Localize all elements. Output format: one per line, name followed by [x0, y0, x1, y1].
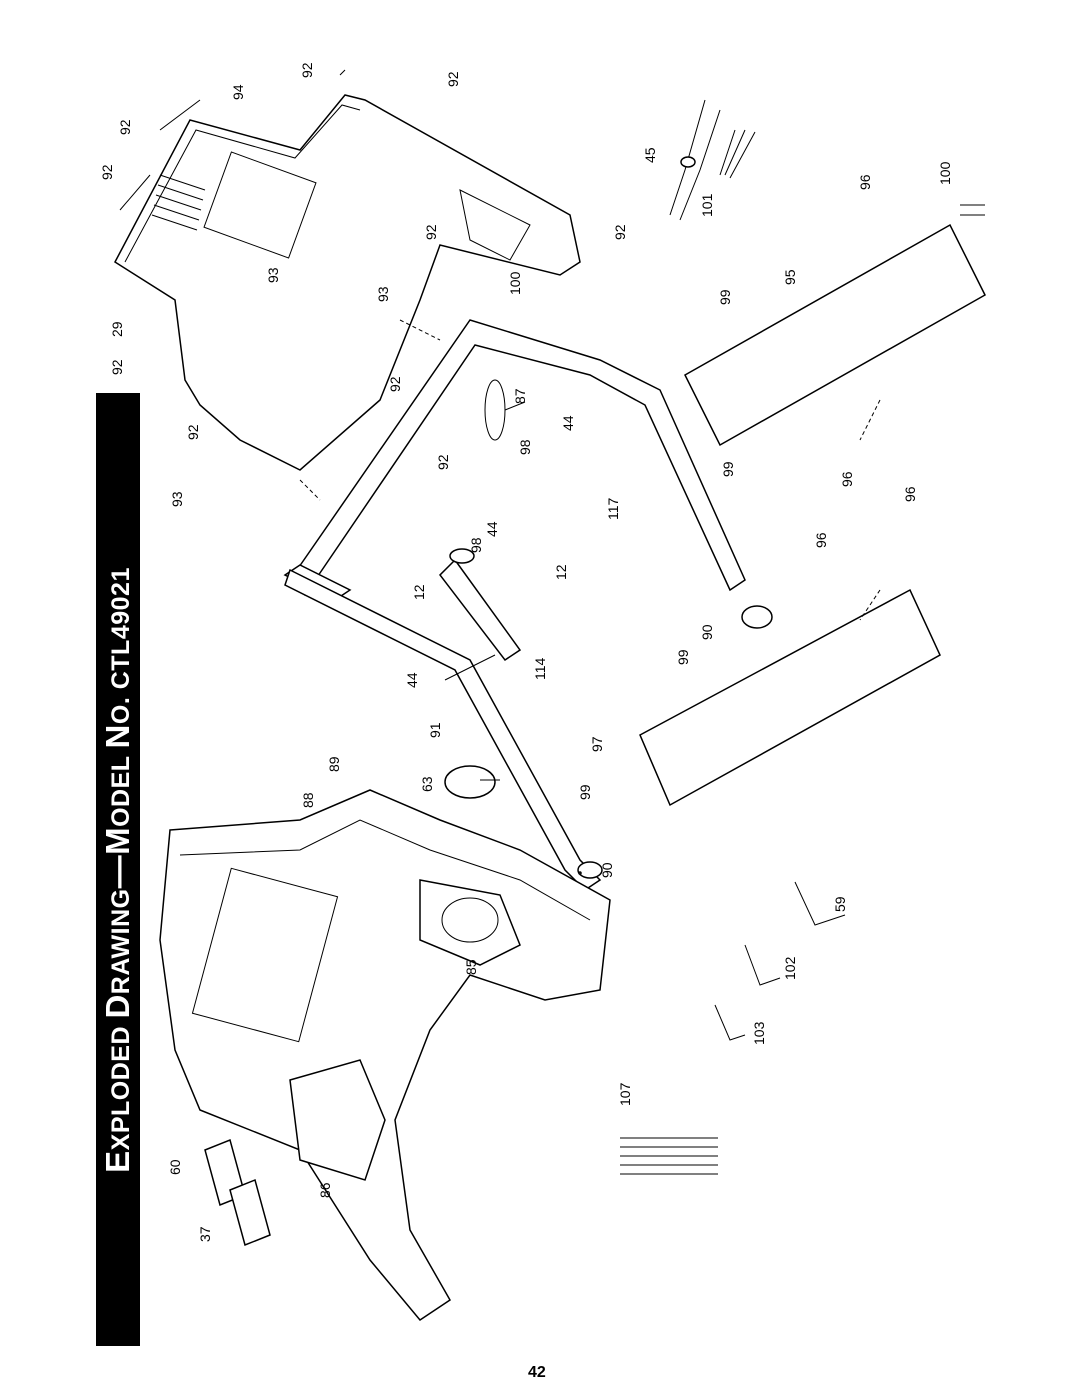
part-label-88: 88 — [300, 792, 316, 808]
part-label-98: 98 — [468, 537, 484, 553]
part-label-92: 92 — [117, 119, 133, 135]
part-label-101: 101 — [699, 193, 715, 217]
part-label-96: 96 — [857, 174, 873, 190]
part-label-114: 114 — [532, 657, 548, 680]
part-label-94: 94 — [230, 84, 246, 100]
part-label-98: 98 — [517, 439, 533, 455]
part-label-44: 44 — [484, 521, 500, 537]
part-label-92: 92 — [99, 164, 115, 180]
part-label-96: 96 — [902, 486, 918, 502]
part-label-92: 92 — [387, 376, 403, 392]
part-label-12: 12 — [411, 584, 427, 600]
part-label-63: 63 — [419, 776, 435, 792]
part-label-60: 60 — [167, 1159, 183, 1175]
part-label-29: 29 — [109, 321, 125, 337]
part-label-102: 102 — [782, 956, 798, 980]
part-label-99: 99 — [675, 649, 691, 665]
part-label-92: 92 — [445, 71, 461, 87]
parts-artwork — [114, 69, 986, 1321]
part-label-45: 45 — [642, 147, 658, 163]
part-labels: 92 92 94 92 92 92 92 93 93 100 29 92 92 … — [99, 62, 953, 1242]
part-label-100: 100 — [507, 271, 523, 295]
part-label-92: 92 — [435, 454, 451, 470]
part-label-93: 93 — [265, 267, 281, 283]
part-label-97: 97 — [589, 736, 605, 752]
part-label-96: 96 — [839, 471, 855, 487]
part-label-92: 92 — [299, 62, 315, 78]
part-label-93: 93 — [169, 491, 185, 507]
part-label-89: 89 — [326, 756, 342, 772]
part-label-44: 44 — [404, 672, 420, 688]
part-label-99: 99 — [577, 784, 593, 800]
part-label-107: 107 — [617, 1082, 633, 1106]
part-label-91: 91 — [427, 722, 443, 738]
part-label-90: 90 — [699, 624, 715, 640]
part-label-85: 85 — [463, 959, 479, 975]
part-label-92: 92 — [612, 224, 628, 240]
part-label-99: 99 — [720, 461, 736, 477]
part-label-95: 95 — [782, 269, 798, 285]
part-label-92: 92 — [185, 424, 201, 440]
part-label-117: 117 — [605, 497, 621, 520]
part-label-37: 37 — [197, 1226, 213, 1242]
title-band — [96, 393, 140, 1346]
part-label-92: 92 — [109, 359, 125, 375]
part-label-86: 86 — [317, 1182, 333, 1198]
part-label-90: 90 — [599, 862, 615, 878]
part-label-87: 87 — [512, 388, 528, 404]
part-label-100: 100 — [937, 161, 953, 185]
part-label-59: 59 — [832, 896, 848, 912]
part-label-12: 12 — [553, 564, 569, 580]
part-label-44: 44 — [560, 415, 576, 431]
page-number: 42 — [528, 1364, 546, 1381]
part-label-92: 92 — [423, 224, 439, 240]
part-label-99: 99 — [717, 289, 733, 305]
part-label-96: 96 — [813, 532, 829, 548]
part-label-103: 103 — [751, 1021, 767, 1045]
part-label-93: 93 — [375, 286, 391, 302]
